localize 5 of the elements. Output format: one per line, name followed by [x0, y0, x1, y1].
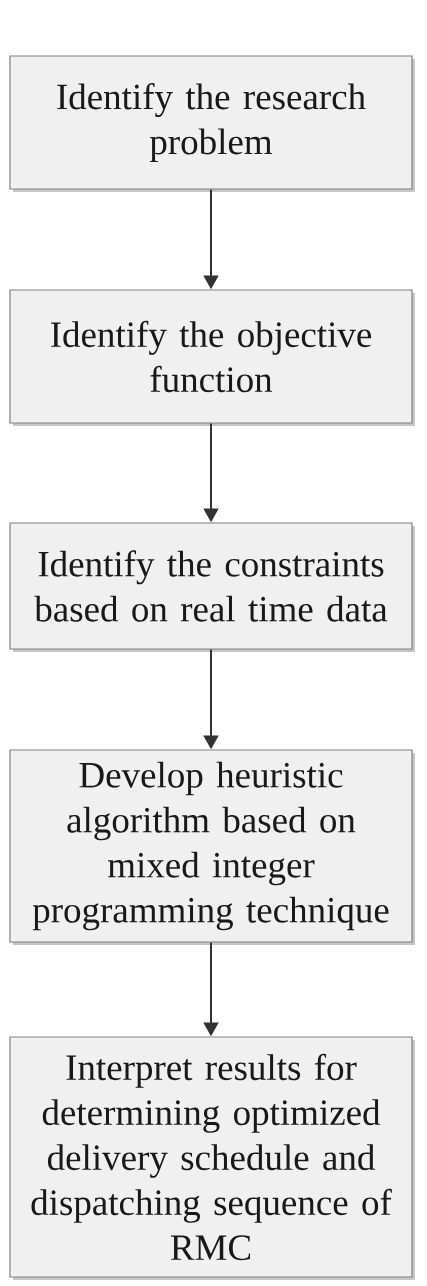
process-box: Develop heuristic algorithm based on mixed integer programming technique	[9, 749, 415, 945]
process-box: Identify the research problem	[9, 55, 415, 192]
process-box: Identify the constraints based on real time data	[9, 522, 415, 652]
process-box: Interpret results for determining optimized delivery schedule and dispatching sequence of RMC	[9, 1036, 415, 1280]
process-box: Identify the objective function	[9, 289, 415, 426]
